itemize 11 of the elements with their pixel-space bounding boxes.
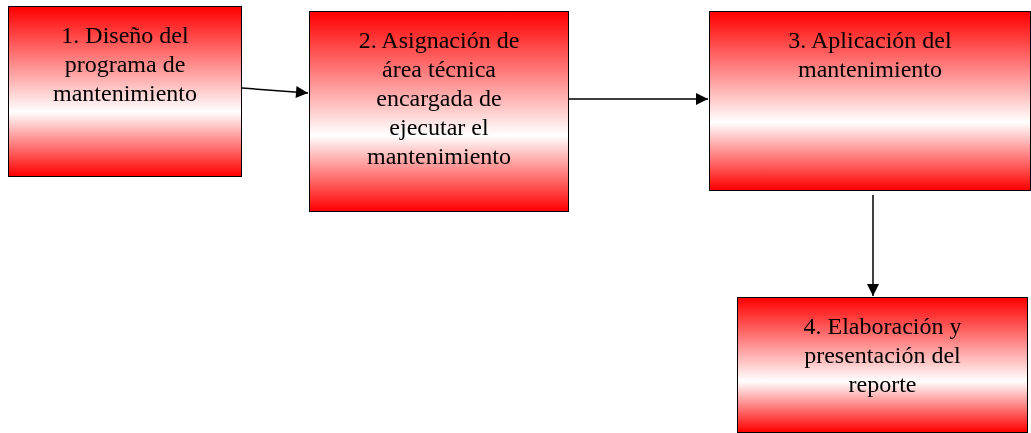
box-label: 2. Asignación de área técnica encargada de ejecutar el mantenimiento: [357, 26, 521, 171]
box-label: 3. Aplicación del mantenimiento: [787, 26, 953, 84]
process-box: [309, 11, 569, 212]
process-box: [737, 297, 1028, 433]
process-box: [709, 11, 1031, 191]
box-label: 1. Diseño del programa de mantenimiento: [52, 21, 198, 108]
process-box: [8, 6, 242, 177]
arrow: [568, 93, 709, 105]
arrow: [867, 194, 879, 297]
arrow: [241, 86, 309, 99]
box-label: 4. Elaboración y presentación del reporte: [802, 312, 963, 399]
